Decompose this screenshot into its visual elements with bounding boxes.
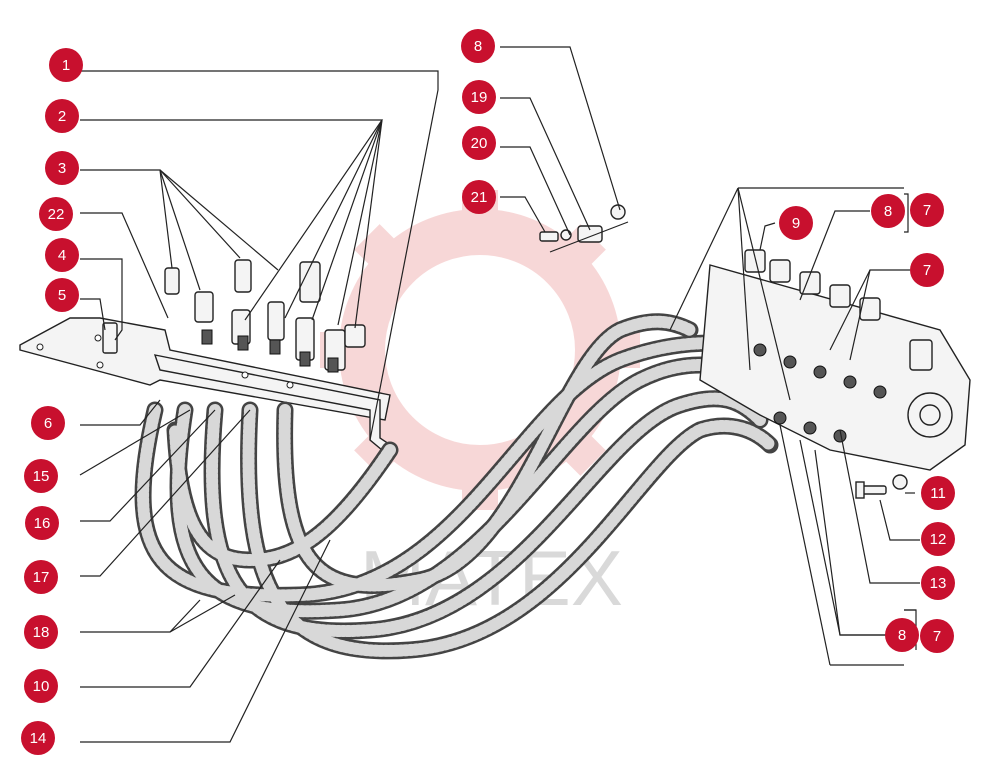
- svg-text:12: 12: [930, 531, 947, 548]
- callout-17: 17: [24, 560, 58, 594]
- svg-text:7: 7: [923, 262, 931, 279]
- svg-text:7: 7: [923, 202, 931, 219]
- svg-text:1: 1: [62, 57, 70, 74]
- loose-parts: [539, 204, 908, 499]
- bolt-washer: [855, 474, 908, 499]
- callout-14: 14: [21, 721, 55, 755]
- callout-12: 12: [921, 522, 955, 556]
- svg-text:7: 7: [933, 628, 941, 645]
- callout-10: 10: [24, 669, 58, 703]
- bracket-fittings: [102, 259, 366, 373]
- callout-7-right-top: 7: [910, 193, 944, 227]
- callout-8-right-top: 8: [871, 194, 905, 228]
- svg-text:14: 14: [30, 730, 47, 747]
- svg-text:9: 9: [792, 215, 800, 232]
- svg-text:8: 8: [884, 203, 892, 220]
- svg-text:13: 13: [930, 575, 947, 592]
- svg-text:20: 20: [471, 135, 488, 152]
- svg-text:6: 6: [44, 415, 52, 432]
- callout-9: 9: [779, 206, 813, 240]
- callout-7-bottom: 7: [920, 619, 954, 653]
- svg-text:17: 17: [33, 569, 50, 586]
- svg-text:10: 10: [33, 678, 50, 695]
- svg-text:19: 19: [471, 89, 488, 106]
- callout-19: 19: [462, 80, 496, 114]
- callout-20: 20: [462, 126, 496, 160]
- callout-13: 13: [921, 566, 955, 600]
- callout-1: 1: [49, 48, 83, 82]
- svg-text:4: 4: [58, 247, 66, 264]
- callout-22: 22: [39, 197, 73, 231]
- svg-text:8: 8: [898, 627, 906, 644]
- svg-text:16: 16: [34, 515, 51, 532]
- callout-11: 11: [921, 476, 955, 510]
- svg-text:15: 15: [33, 468, 50, 485]
- control-valve-block: [699, 249, 971, 471]
- callout-2: 2: [45, 99, 79, 133]
- callout-8-top: 8: [461, 29, 495, 63]
- callout-8-bottom: 8: [885, 618, 919, 652]
- callout-21: 21: [462, 180, 496, 214]
- svg-text:2: 2: [58, 108, 66, 125]
- callout-6: 6: [31, 406, 65, 440]
- svg-text:18: 18: [33, 624, 50, 641]
- callout-3: 3: [45, 151, 79, 185]
- callout-7-right-mid: 7: [910, 253, 944, 287]
- callout-18: 18: [24, 615, 58, 649]
- hose-bundle: [134, 313, 779, 660]
- callout-4: 4: [45, 238, 79, 272]
- svg-text:22: 22: [48, 206, 65, 223]
- svg-text:11: 11: [930, 485, 946, 502]
- leader-lines: [79, 46, 920, 743]
- callout-5: 5: [45, 278, 79, 312]
- callouts: 1 2 3 22 4 5 6 15 16 17 18 10 14 8 19: [21, 29, 955, 755]
- svg-text:3: 3: [58, 160, 66, 177]
- callout-16: 16: [25, 506, 59, 540]
- svg-text:21: 21: [471, 189, 488, 206]
- svg-text:5: 5: [58, 287, 66, 304]
- svg-text:8: 8: [474, 38, 482, 55]
- callout-15: 15: [24, 459, 58, 493]
- fitting-set-top: [539, 204, 626, 243]
